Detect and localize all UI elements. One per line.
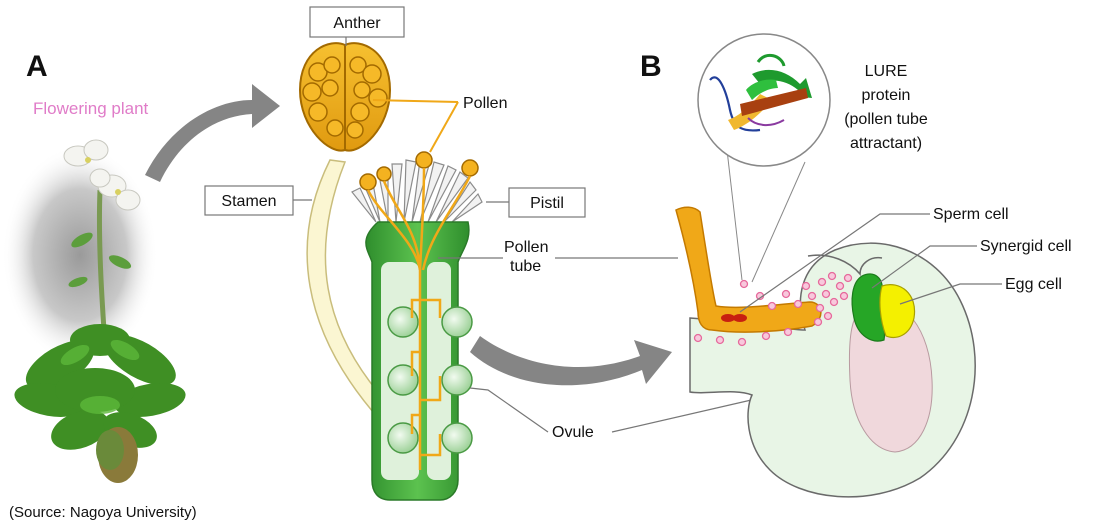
synergid-cell-label: Synergid cell (980, 238, 1072, 255)
panel-a-letter: A (26, 50, 48, 83)
egg-cell-label: Egg cell (1005, 276, 1062, 293)
pistil-label: Pistil (530, 195, 564, 212)
ovule-detail-illustration (690, 243, 975, 497)
sperm-cell-2 (733, 314, 747, 322)
flowering-plant-illustration (2, 140, 188, 483)
pollen-tube-label-line1: Pollen (504, 239, 548, 256)
lure-label-line2: protein (862, 87, 911, 104)
lure-label-line4: attractant) (850, 135, 922, 152)
anther-label: Anther (333, 15, 381, 32)
panel-b-letter: B (640, 50, 662, 83)
ovule-leader-lines (470, 388, 760, 432)
anther-illustration (300, 43, 390, 150)
lure-protein-structure (698, 34, 830, 282)
lure-label-line3: (pollen tube (844, 111, 928, 128)
plant-to-anther-arrow (145, 84, 280, 182)
source-credit: (Source: Nagoya University) (9, 504, 197, 521)
pollen-label: Pollen (463, 95, 507, 112)
anther-label-box: Anther (310, 7, 404, 37)
sperm-cell-1 (721, 314, 735, 322)
flowering-plant-label: Flowering plant (33, 99, 149, 118)
stamen-label: Stamen (221, 193, 276, 210)
pollen-tube-detail (676, 207, 821, 332)
pollen-tube-label-line2: tube (510, 258, 541, 275)
ovule-label: Ovule (552, 424, 594, 441)
stamen-label-box: Stamen (205, 186, 293, 215)
pistil-label-box: Pistil (509, 188, 585, 217)
sperm-cell-label: Sperm cell (933, 206, 1009, 223)
pistil-to-ovule-arrow (470, 336, 672, 385)
pistil-illustration (352, 152, 482, 500)
lure-label-line1: LURE (865, 63, 908, 80)
